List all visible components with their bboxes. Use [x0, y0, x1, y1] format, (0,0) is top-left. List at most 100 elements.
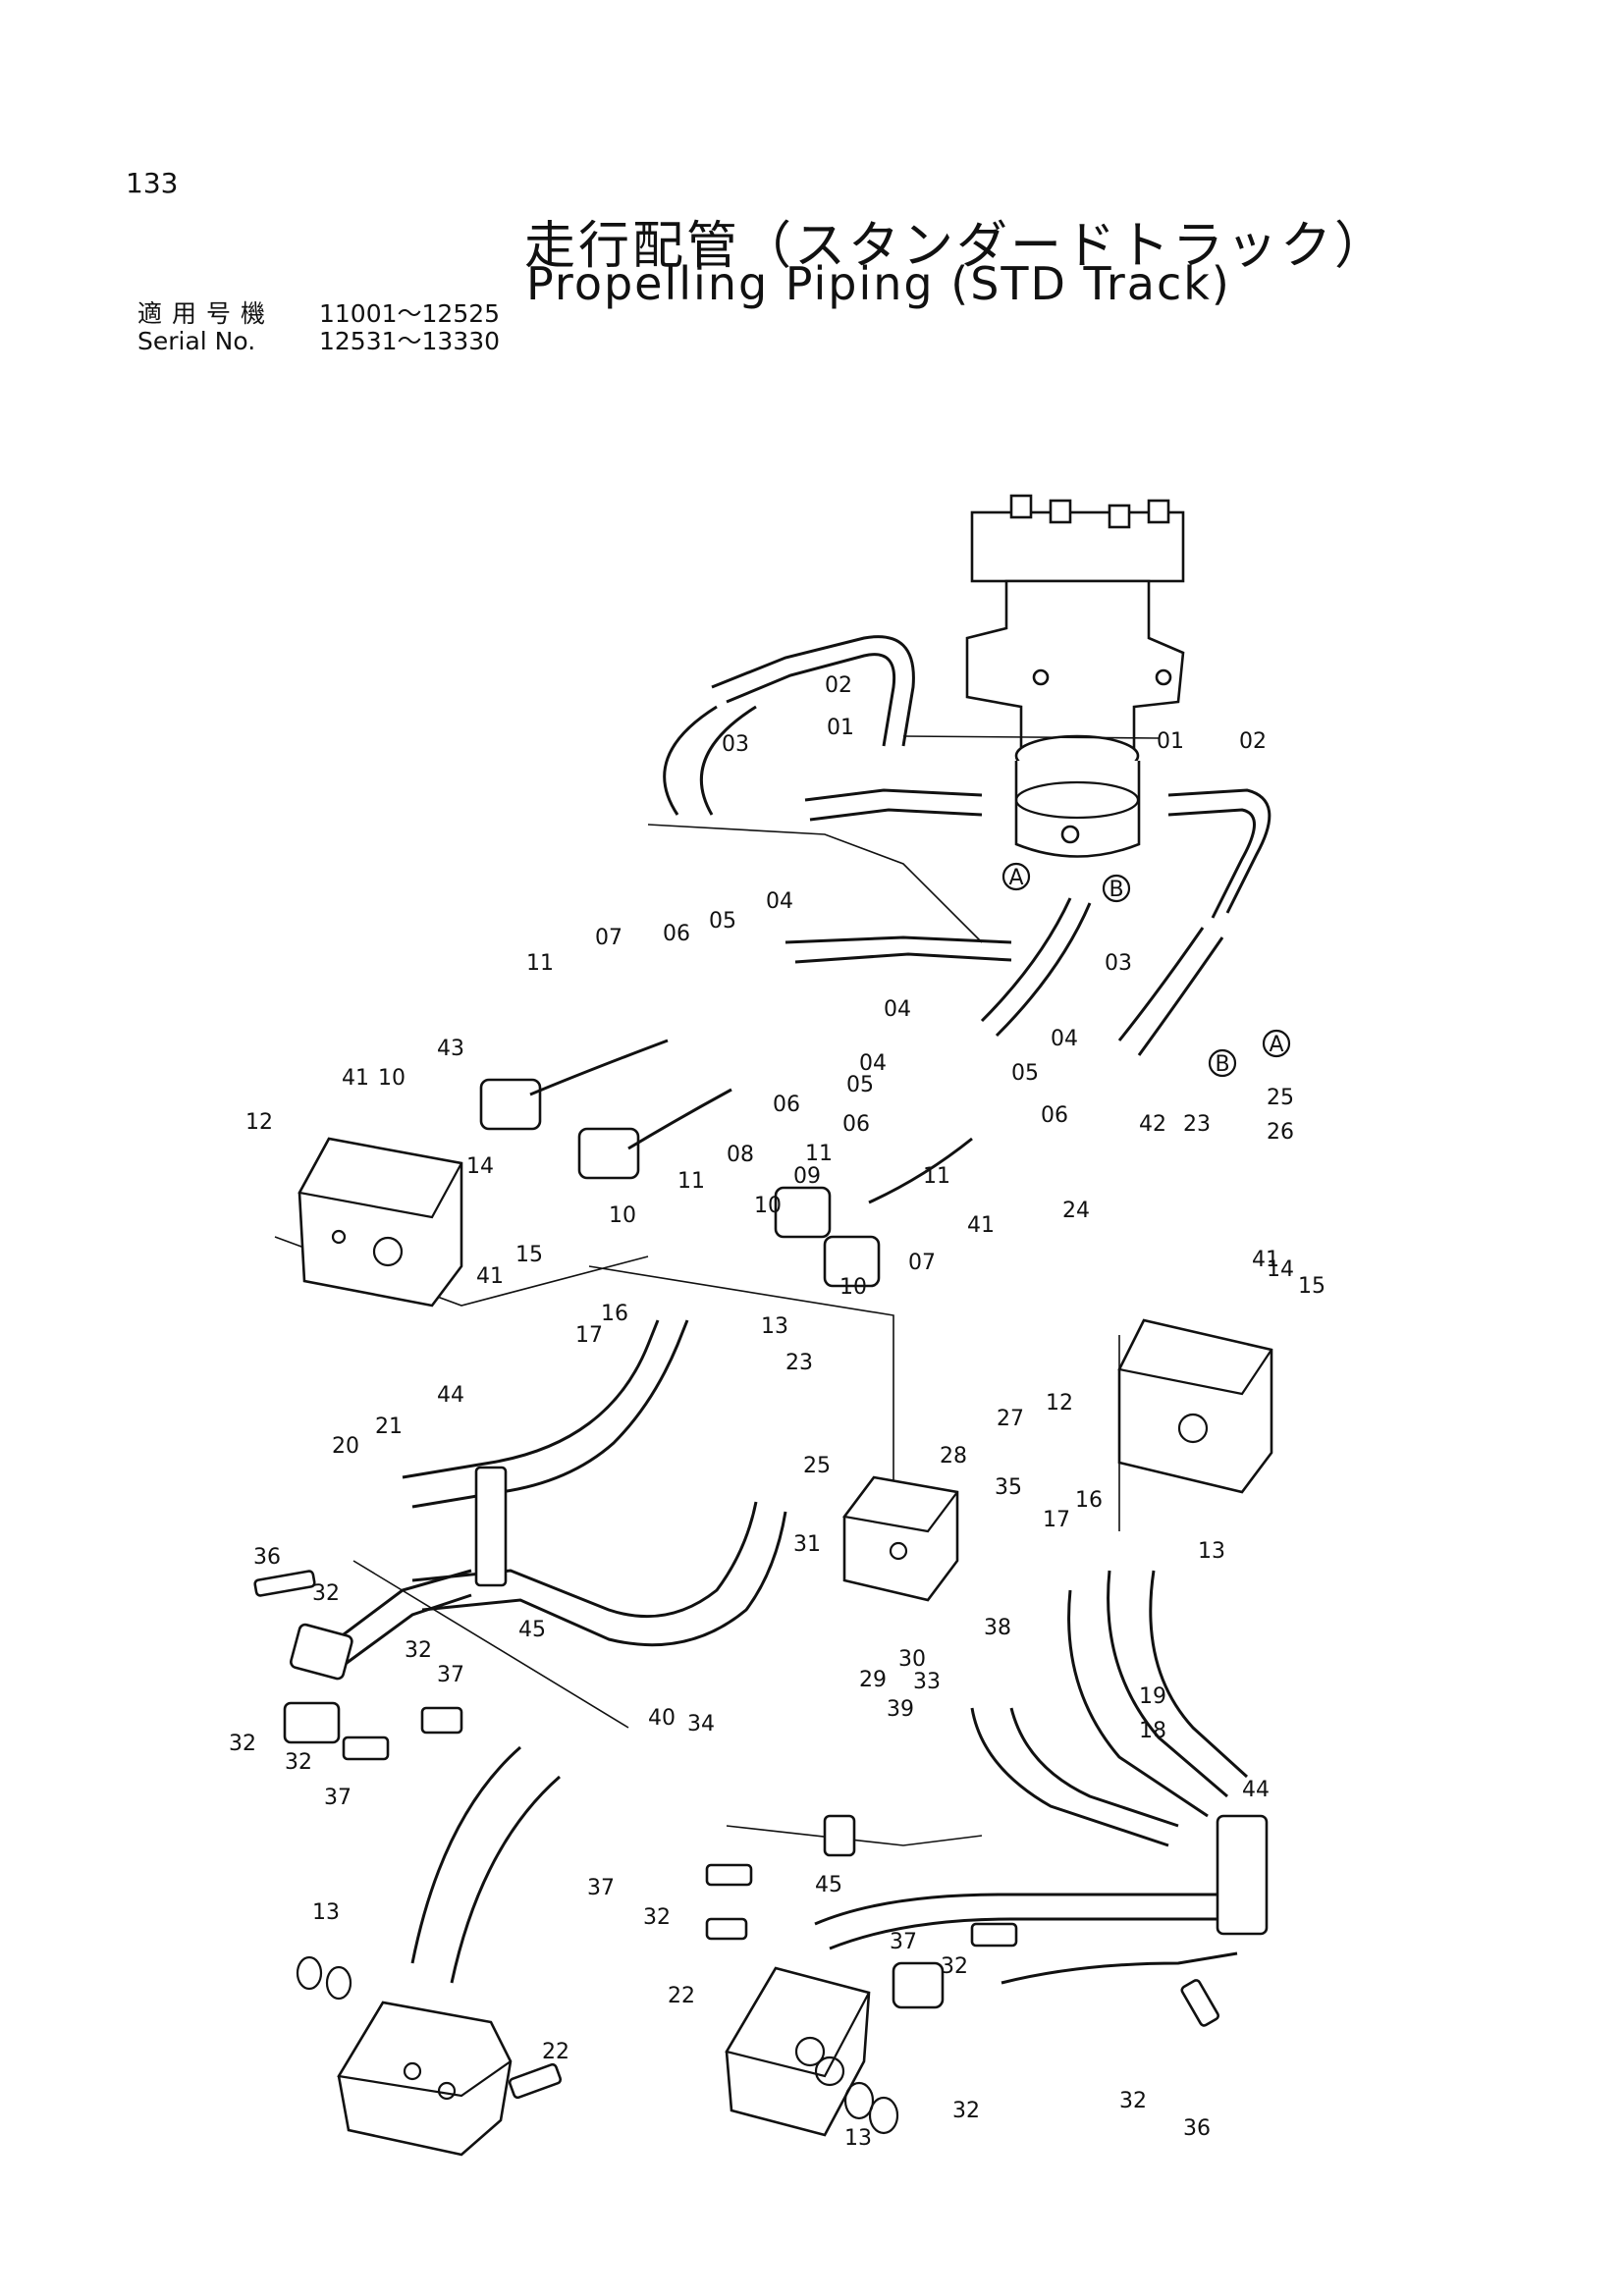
callout-38: 38	[984, 1616, 1011, 1640]
callout-41-center: 41	[967, 1213, 995, 1238]
callout-20: 20	[332, 1434, 359, 1459]
port-marker-a-right: A	[1262, 1029, 1291, 1058]
callout-05-top: 05	[709, 909, 736, 934]
callout-19: 19	[1139, 1684, 1166, 1709]
callout-42: 42	[1139, 1112, 1166, 1137]
travel-motor	[965, 494, 1185, 858]
callout-12-left: 12	[245, 1110, 273, 1135]
callout-17-left: 17	[575, 1323, 603, 1348]
callout-14-left: 14	[466, 1154, 494, 1179]
relief-valve-right	[1117, 1318, 1273, 1494]
callout-18: 18	[1139, 1719, 1166, 1743]
callout-37-b: 37	[324, 1786, 352, 1810]
callout-28: 28	[940, 1444, 967, 1468]
relief-valve-left	[298, 1137, 463, 1308]
callout-11-right: 11	[923, 1164, 950, 1189]
callout-05-right: 05	[1011, 1061, 1039, 1086]
page-number: 133	[126, 167, 179, 199]
callout-30: 30	[898, 1647, 926, 1672]
callout-36-left: 36	[253, 1545, 281, 1570]
port-marker-b: B	[1102, 874, 1131, 903]
page-title-english: Propelling Piping (STD Track)	[526, 257, 1231, 310]
svg-text:A: A	[1269, 1033, 1283, 1057]
serial-range-2: 12531～13330	[319, 327, 501, 355]
callout-15-right: 15	[1298, 1274, 1325, 1299]
bolts-and-fittings	[253, 1570, 1219, 2100]
callout-37-c: 37	[587, 1876, 615, 1900]
callout-41-left: 41	[342, 1066, 369, 1091]
callout-06-mid: 06	[773, 1093, 800, 1117]
callout-10-left: 10	[378, 1066, 406, 1091]
callout-37-d: 37	[890, 1930, 917, 1954]
port-marker-b-right: B	[1208, 1048, 1237, 1078]
valve-block	[842, 1475, 959, 1602]
callout-10-center: 10	[754, 1194, 782, 1218]
callout-32-c: 32	[229, 1732, 256, 1756]
hoses-upper	[663, 635, 1271, 1056]
svg-text:B: B	[1215, 1052, 1229, 1077]
callout-07-lower: 07	[908, 1251, 936, 1275]
callout-23-center: 23	[785, 1351, 813, 1375]
callout-12-right: 12	[1046, 1391, 1073, 1415]
port-marker-a-label: A	[1008, 866, 1023, 890]
callout-36-right: 36	[1183, 2116, 1211, 2141]
callout-35: 35	[995, 1475, 1022, 1500]
callout-29: 29	[859, 1668, 887, 1692]
serial-number-block: 適用号機 11001～12525 Serial No. 12531～13330	[137, 300, 500, 355]
callout-11-mid: 11	[677, 1169, 705, 1194]
serial-label-english: Serial No.	[137, 327, 256, 355]
callout-04-upper: 04	[884, 997, 911, 1022]
callout-41-right: 41	[1252, 1248, 1279, 1272]
callout-17-right: 17	[1043, 1508, 1070, 1532]
callout-40: 40	[648, 1706, 676, 1731]
callout-31: 31	[793, 1532, 821, 1557]
part-callouts: 02 01 03 01 02 03 04 05 06 07 11 43 10 4…	[229, 673, 1325, 2151]
callout-32-e: 32	[643, 1905, 671, 1930]
callout-25-center: 25	[803, 1454, 831, 1478]
callout-33: 33	[913, 1670, 941, 1694]
callout-26: 26	[1267, 1120, 1294, 1145]
callout-04-right: 04	[1051, 1027, 1078, 1051]
callout-45-left: 45	[518, 1618, 546, 1642]
callout-45-right: 45	[815, 1873, 842, 1897]
callout-06-top: 06	[663, 922, 690, 946]
callout-23-right: 23	[1183, 1112, 1211, 1137]
callout-14-right: 14	[1267, 1257, 1294, 1282]
callout-39: 39	[887, 1697, 914, 1722]
callout-02-left: 02	[825, 673, 852, 698]
callout-07-top: 07	[595, 926, 622, 950]
callout-11-top: 11	[526, 951, 554, 976]
callout-24: 24	[1062, 1199, 1090, 1223]
callout-44-right: 44	[1242, 1778, 1270, 1802]
callout-04-top: 04	[766, 889, 793, 914]
callout-03-left: 03	[722, 732, 749, 757]
callout-22-right: 22	[668, 1984, 695, 2008]
callout-16-left: 16	[601, 1302, 628, 1326]
callout-03-right: 03	[1105, 951, 1132, 976]
serial-label-japanese: 適用号機	[137, 299, 276, 328]
callout-32-h: 32	[1119, 2089, 1147, 2113]
callout-32-g: 32	[952, 2099, 980, 2123]
port-marker-b-label: B	[1109, 878, 1123, 902]
callout-11-center: 11	[805, 1142, 833, 1166]
callout-32-b: 32	[405, 1638, 432, 1663]
callout-06-center: 06	[842, 1112, 870, 1137]
callout-16-right: 16	[1075, 1488, 1103, 1513]
callout-21: 21	[375, 1415, 403, 1439]
callout-15-left: 15	[515, 1243, 543, 1267]
callout-05-mid: 05	[846, 1073, 874, 1097]
callout-27: 27	[997, 1407, 1024, 1431]
lower-left-pipes	[323, 1319, 787, 1671]
callout-02-right: 02	[1239, 729, 1267, 754]
callout-32-a: 32	[312, 1581, 340, 1606]
callout-04-mid: 04	[859, 1051, 887, 1076]
callout-34: 34	[687, 1712, 715, 1736]
callout-22-left: 22	[542, 2040, 569, 2064]
port-marker-a: A	[1001, 862, 1031, 891]
callout-06-right: 06	[1041, 1103, 1068, 1128]
callout-32-f: 32	[941, 1954, 968, 1979]
callout-08: 08	[727, 1143, 754, 1167]
page-title-japanese: 走行配管（スタンダードトラック）	[524, 217, 1389, 276]
flange-parts	[479, 1039, 973, 1288]
